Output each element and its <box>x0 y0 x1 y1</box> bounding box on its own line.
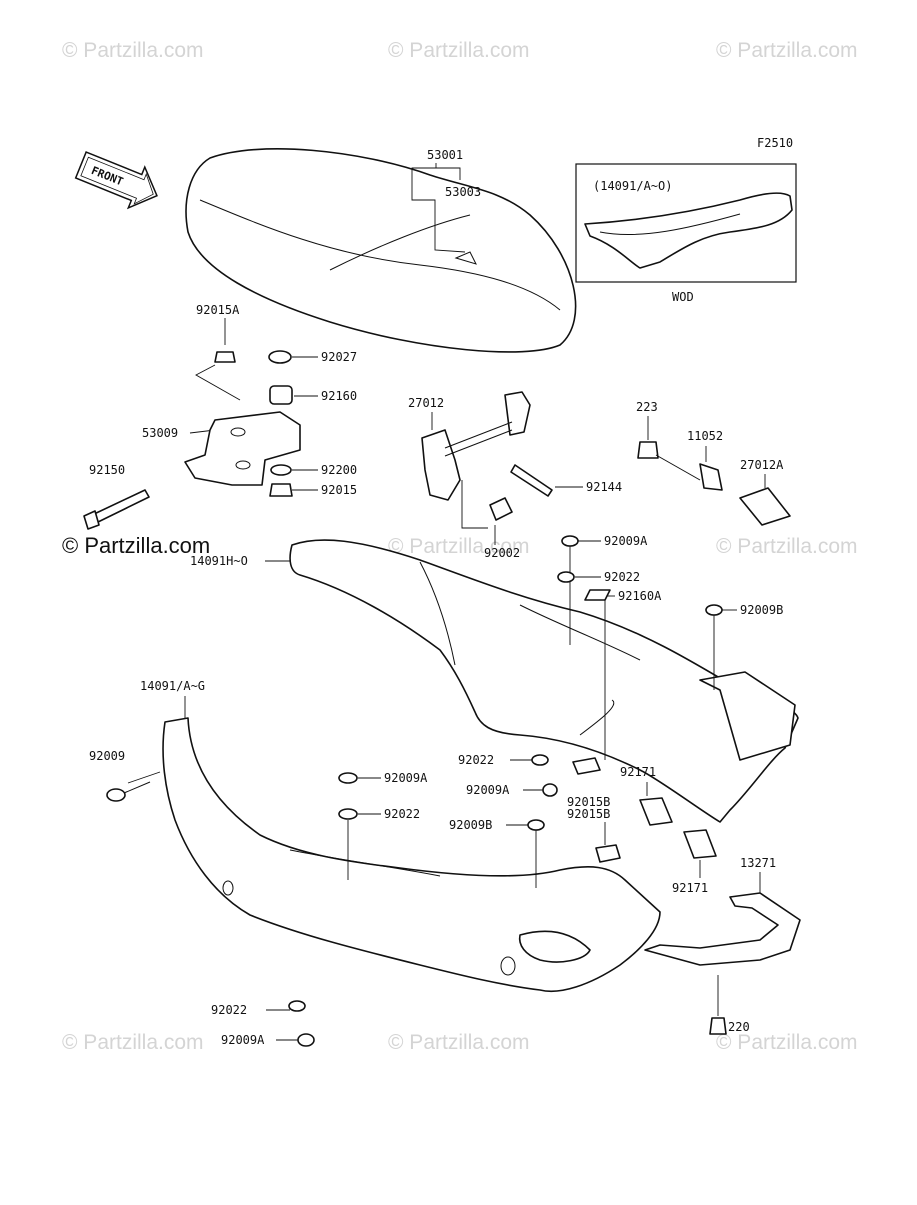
label-92009: 92009 <box>89 749 125 763</box>
label-92015B-1: 92015B <box>567 795 610 809</box>
front-arrow-icon: FRONT <box>74 151 158 210</box>
label-92022-1: 92022 <box>604 570 640 584</box>
label-92015B-2: 92015B <box>567 807 610 821</box>
screw-92009A-3 <box>542 783 558 797</box>
label-92200: 92200 <box>321 463 357 477</box>
inset-caption: WOD <box>672 290 694 304</box>
label-92009A-1: 92009A <box>604 534 648 548</box>
side-cover-14091H <box>289 539 799 823</box>
clip-11052 <box>699 463 723 491</box>
label-53003: 53003 <box>445 185 481 199</box>
label-92009A-3: 92009A <box>466 783 510 797</box>
label-11052: 11052 <box>687 429 723 443</box>
label-92160: 92160 <box>321 389 357 403</box>
washer-92022-4 <box>288 1000 306 1012</box>
screw-92009A-2 <box>338 772 358 784</box>
figure-code: F2510 <box>757 136 793 150</box>
label-92022-2: 92022 <box>384 807 420 821</box>
lower-vent <box>518 930 591 963</box>
label-13271: 13271 <box>740 856 776 870</box>
bracket-53009 <box>184 411 301 486</box>
washer-92022-2 <box>338 808 358 820</box>
clip-92015B-2 <box>595 844 621 863</box>
inset-ref: (14091/A~O) <box>593 179 672 193</box>
screw-92009 <box>106 788 126 802</box>
screw-92009B-1 <box>705 604 723 616</box>
label-92015A-top: 92015A <box>196 303 240 317</box>
tail-vent <box>699 671 796 761</box>
damper-92171-2 <box>683 829 717 859</box>
washer-92022-3 <box>531 754 549 766</box>
damper-92171-1 <box>639 797 673 826</box>
label-27012: 27012 <box>408 396 444 410</box>
nut-92015A <box>214 351 236 363</box>
cable-27012A <box>739 487 791 526</box>
label-92171-1: 92171 <box>620 765 656 779</box>
label-92002: 92002 <box>484 546 520 560</box>
screw-92002 <box>489 497 513 521</box>
screw-92009B-2 <box>527 819 545 831</box>
label-14091AG: 14091/A~G <box>140 679 205 693</box>
label-14091H: 14091H~O <box>190 554 248 568</box>
clip-92015B-1 <box>572 757 601 775</box>
watermark-3: © Partzilla.com <box>716 39 858 62</box>
grommet-92027 <box>268 350 292 364</box>
label-92027: 92027 <box>321 350 357 364</box>
label-92022-3: 92022 <box>458 753 494 767</box>
inset-wod: (14091/A~O) WOD <box>575 163 797 304</box>
label-53001: 53001 <box>427 148 463 162</box>
label-223: 223 <box>636 400 658 414</box>
damper-92160 <box>269 385 293 405</box>
watermarks: © Partzilla.com © Partzilla.com © Partzi… <box>62 39 858 1054</box>
watermark-6: © Partzilla.com <box>62 1031 204 1054</box>
label-92009A-4: 92009A <box>221 1033 265 1047</box>
seat <box>185 148 577 353</box>
bolt-220 <box>709 1017 727 1035</box>
watermark-2: © Partzilla.com <box>388 39 530 62</box>
watermark-8: © Partzilla.com <box>716 1031 858 1054</box>
bolt-92150 <box>91 489 150 524</box>
watermark-7: © Partzilla.com <box>388 1031 530 1054</box>
washer-92022-1 <box>557 571 575 583</box>
label-92015: 92015 <box>321 483 357 497</box>
nut-92015 <box>269 483 293 497</box>
watermark-5: © Partzilla.com <box>716 535 858 558</box>
stay-27012-right <box>504 391 531 436</box>
bolt-223 <box>637 441 659 459</box>
pad-92160A <box>584 589 611 601</box>
label-220: 220 <box>728 1020 750 1034</box>
label-27012A: 27012A <box>740 458 784 472</box>
stay-27012-left <box>421 429 461 501</box>
label-92022-4: 92022 <box>211 1003 247 1017</box>
washer-92200 <box>270 464 292 476</box>
watermark-primary: © Partzilla.com <box>62 533 210 558</box>
label-53009: 53009 <box>142 426 178 440</box>
watermark-1: © Partzilla.com <box>62 39 204 62</box>
screw-92009A-1 <box>561 535 579 547</box>
label-92150: 92150 <box>89 463 125 477</box>
spring-92144 <box>510 464 553 497</box>
label-92144: 92144 <box>586 480 622 494</box>
label-92009A-2: 92009A <box>384 771 428 785</box>
bracket-13271 <box>644 892 801 966</box>
label-92171-2: 92171 <box>672 881 708 895</box>
label-92160A: 92160A <box>618 589 662 603</box>
label-92009B-2: 92009B <box>449 818 492 832</box>
screw-92009A-4 <box>297 1033 315 1047</box>
watermark-4: © Partzilla.com <box>388 535 530 558</box>
label-92009B-1: 92009B <box>740 603 783 617</box>
